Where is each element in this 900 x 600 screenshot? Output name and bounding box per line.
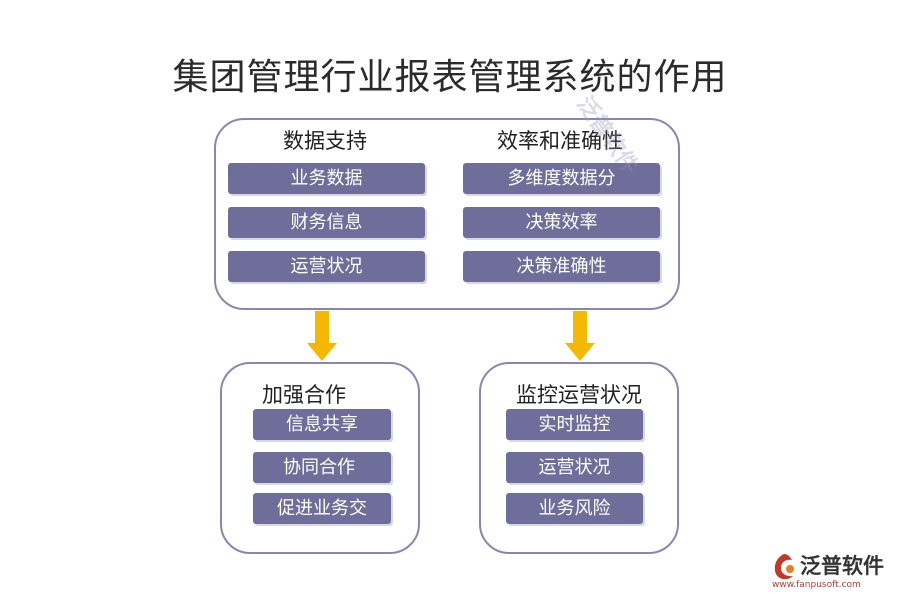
logo-name: 泛普软件 <box>800 554 884 578</box>
chip-cooperation: 协同合作 <box>253 452 391 483</box>
arrow-down-right <box>565 311 595 361</box>
chip-operation-status-2: 运营状况 <box>506 452 643 483</box>
chip-decision-accuracy: 决策准确性 <box>463 251 660 282</box>
chip-business-data: 业务数据 <box>228 163 425 194</box>
brand-logo: 泛普软件 www.fanpusoft.com <box>770 548 894 596</box>
collaboration-heading: 加强合作 <box>262 383 346 407</box>
chip-business-risk: 业务风险 <box>506 493 643 524</box>
chip-realtime-monitoring: 实时监控 <box>506 409 643 440</box>
page-title: 集团管理行业报表管理系统的作用 <box>172 57 728 98</box>
chip-multidim-data: 多维度数据分 <box>463 163 660 194</box>
chip-decision-efficiency: 决策效率 <box>463 207 660 238</box>
logo-url: www.fanpusoft.com <box>772 580 861 590</box>
arrow-down-left <box>307 311 337 361</box>
chip-info-sharing: 信息共享 <box>253 409 391 440</box>
logo-mark-icon <box>774 554 794 580</box>
monitoring-heading: 监控运营状况 <box>516 383 642 407</box>
efficiency-accuracy-heading: 效率和准确性 <box>497 129 623 153</box>
chip-financial-info: 财务信息 <box>228 207 425 238</box>
data-support-heading: 数据支持 <box>283 129 367 153</box>
chip-business-exchange: 促进业务交 <box>253 493 391 524</box>
chip-operation-status: 运营状况 <box>228 251 425 282</box>
